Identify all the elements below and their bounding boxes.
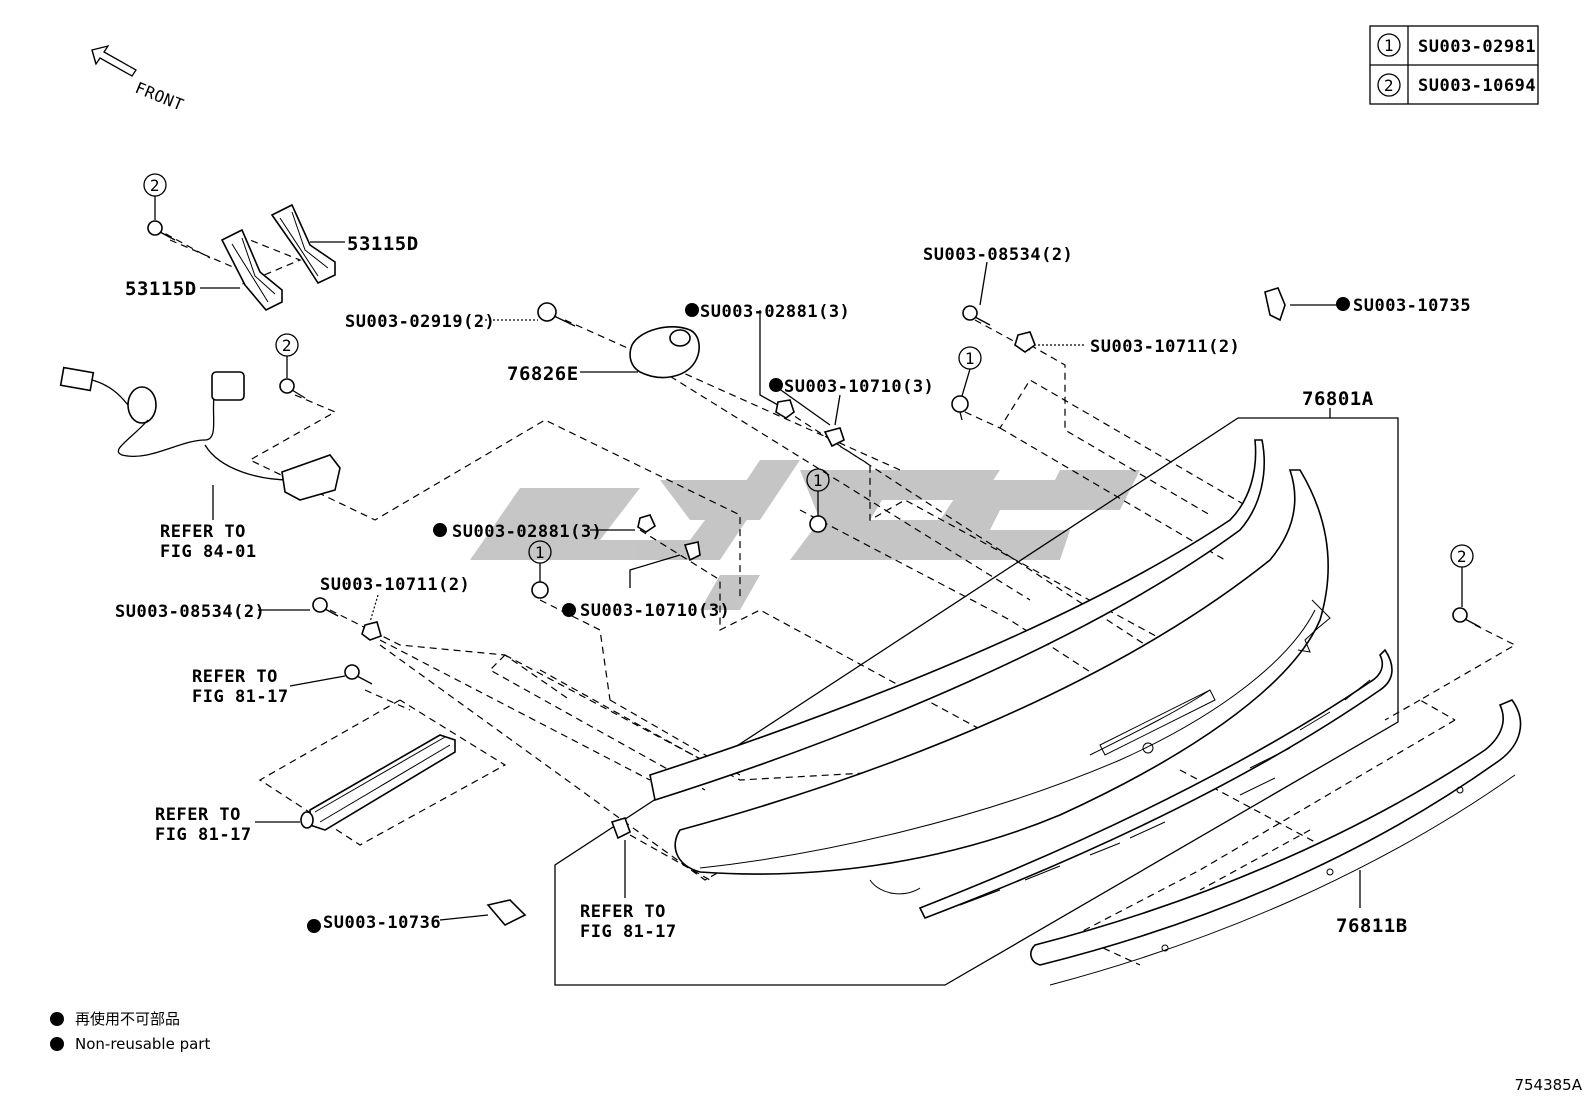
part-labels: 53115D 53115D SU003-02919(2) SU003-02881… (115, 233, 1471, 942)
non-reusable-dots (307, 297, 1350, 933)
legend-en: Non-reusable part (75, 1035, 210, 1053)
label-SU003-10711-top: SU003-10711(2) (1090, 337, 1240, 357)
nut-icon (775, 399, 795, 419)
screw-icon (147, 220, 176, 241)
ref-code-1: SU003-02981 (1418, 37, 1536, 57)
reference-table: 1 SU003-02981 2 SU003-10694 (1369, 25, 1539, 105)
label-SU003-10735: SU003-10735 (1353, 296, 1471, 316)
callout-1-a: 1 (965, 349, 975, 368)
callout-2-b: 2 (282, 336, 292, 355)
legend-jp: 再使用不可部品 (75, 1010, 180, 1028)
nut-icon (637, 514, 657, 533)
callout-2-c: 2 (1457, 547, 1467, 566)
clip-icon (486, 899, 527, 926)
label-SU003-08534-left: SU003-08534(2) (115, 602, 265, 622)
label-76826E: 76826E (507, 363, 579, 385)
label-SU003-02881-top: SU003-02881(3) (700, 302, 850, 322)
ref-code-2: SU003-10694 (1418, 76, 1536, 96)
clip-icon (951, 395, 969, 421)
ref-num-2: 2 (1384, 76, 1394, 95)
stop-lamp-housing (300, 734, 456, 831)
label-refer-81-17-a-line2: FIG 81-17 (192, 687, 289, 707)
label-53115D-left: 53115D (125, 278, 197, 300)
ref-num-1: 1 (1384, 36, 1394, 55)
nut-icon (1014, 331, 1036, 353)
figure-id: 754385A (1514, 1076, 1582, 1094)
bracket-53115D-right (270, 203, 336, 285)
label-refer-81-17-a-line1: REFER TO (192, 667, 278, 687)
label-76811B: 76811B (1336, 915, 1408, 937)
bracket-53115D-left (220, 228, 283, 311)
label-refer-81-17-b-line1: REFER TO (155, 805, 241, 825)
label-refer-84-01-line1: REFER TO (160, 522, 246, 542)
label-SU003-02881-mid: SU003-02881(3) (452, 522, 602, 542)
label-SU003-10736: SU003-10736 (323, 913, 441, 933)
label-refer-81-17-c-line1: REFER TO (580, 902, 666, 922)
clip-icon (683, 541, 701, 562)
screw-icon (279, 378, 306, 399)
screw-icon (344, 664, 373, 685)
label-refer-81-17-c-line2: FIG 81-17 (580, 922, 677, 942)
clip-icon (1264, 287, 1286, 322)
spoiler-upper (649, 439, 1265, 802)
clip-icon (809, 515, 827, 533)
clip-icon (531, 581, 549, 599)
garnish-strip-middle (918, 648, 1393, 920)
callout-1-b: 1 (813, 471, 823, 490)
fasteners (147, 220, 1481, 926)
camera-76826E (629, 326, 700, 379)
screw-icon (962, 305, 991, 326)
label-76801A: 76801A (1302, 388, 1374, 410)
legend: 再使用不可部品 Non-reusable part (50, 1010, 210, 1053)
spoiler-body (674, 469, 1331, 895)
callout-circles: 2 2 1 1 1 2 (143, 173, 1474, 607)
label-SU003-08534-top: SU003-08534(2) (923, 245, 1073, 265)
leader-lines (200, 241, 1361, 921)
label-SU003-02919: SU003-02919(2) (345, 312, 495, 332)
camera-harness (59, 366, 341, 501)
callout-1-c: 1 (535, 543, 545, 562)
label-SU003-10711-left: SU003-10711(2) (320, 575, 470, 595)
clip-icon (823, 427, 845, 448)
front-label: FRONT (133, 78, 187, 115)
label-refer-81-17-b-line2: FIG 81-17 (155, 825, 252, 845)
screw-icon (1452, 607, 1481, 628)
front-arrow-icon: FRONT (91, 44, 187, 115)
nut-icon (361, 621, 382, 641)
callout-2-a: 2 (150, 176, 160, 195)
assembly-boundary-76801A (554, 417, 1399, 986)
label-SU003-10710-top: SU003-10710(3) (784, 377, 934, 397)
label-53115D-right: 53115D (347, 233, 419, 255)
label-SU003-10710-mid: SU003-10710(3) (580, 601, 730, 621)
watermark-logo (470, 460, 1140, 610)
nut-icon (610, 817, 631, 840)
garnish-76811B (1030, 699, 1522, 986)
bolt-icon (537, 302, 576, 327)
label-refer-84-01-line2: FIG 84-01 (160, 542, 257, 562)
screw-icon (312, 597, 339, 617)
